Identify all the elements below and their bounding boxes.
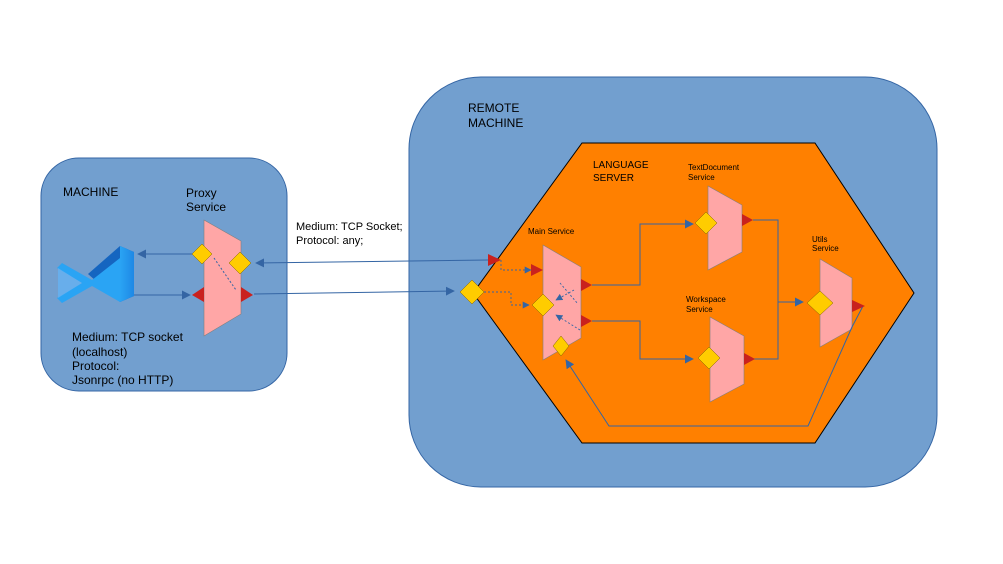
port-diamond-icon [531,293,555,317]
proxy-title-line: Service [186,200,226,214]
port-diamond-icon [694,211,718,235]
port-triangle-icon [241,287,253,302]
main-internal-dashed [559,282,579,305]
local-machine-note: Medium: TCP socket (localhost) Protocol:… [72,330,184,387]
textdocument-service-node [707,185,743,271]
note-line: Jsonrpc (no HTTP) [72,373,173,387]
remote-machine-title-line: REMOTE [468,101,519,115]
port-diamond-icon [191,243,213,265]
proxy-title-line: Proxy [186,186,217,200]
port-diamond-icon [697,346,721,370]
port-triangle-icon [581,315,592,327]
proxy-to-remote-arrow [253,286,455,296]
port-triangle-icon [488,254,501,266]
utils-service-title-line: Utils [812,235,828,244]
port-triangle-icon [531,264,543,276]
port-triangle-icon [744,353,755,365]
port-diamond-icon [552,335,570,357]
note-line: Medium: TCP socket [72,330,184,344]
workspace-service-title-line: Workspace [686,295,726,304]
language-server-title-line: LANGUAGE [593,160,649,171]
main-internal-dashed [555,314,581,331]
main-to-textdocument-arrow [592,219,694,286]
workspace-service-title-line: Service [686,305,713,314]
main-service-title: Main Service [528,227,575,236]
port-triangle-icon [742,214,753,226]
remote-to-proxy-arrow [255,258,489,268]
port-diamond-icon [228,251,252,275]
utils-to-main-arrow [565,305,864,427]
textdocument-service-title-line: Service [688,173,715,182]
port-triangle-icon [581,279,592,291]
port-triangle-icon [852,300,865,312]
main-internal-dashed [555,289,575,301]
network-link-line: Protocol: any; [296,235,363,247]
utils-service-node [819,258,853,348]
remote-machine-title-line: MACHINE [468,116,523,130]
vscode-icon [57,246,134,303]
note-line: (localhost) [72,345,127,359]
main-to-workspace-arrow [592,320,694,364]
server-port-to-main-dashed [484,291,530,309]
utils-service-title-line: Service [812,244,839,253]
network-link-line: Medium: TCP Socket; [296,221,403,233]
proxy-internal-link [213,257,237,291]
services-to-utils-line [753,219,779,360]
port-diamond-icon [459,279,485,305]
main-service-node [542,244,582,361]
language-server-title-line: SERVER [593,173,634,184]
port-diamond-icon [806,290,834,316]
port-triangle-icon [192,287,204,302]
local-machine-title: MACHINE [63,185,118,199]
local-machine-box [40,157,288,392]
workspace-service-node [709,316,745,403]
note-line: Protocol: [72,359,119,373]
server-port-to-main-dashed [500,260,532,274]
textdocument-service-title-line: TextDocument [688,163,740,172]
